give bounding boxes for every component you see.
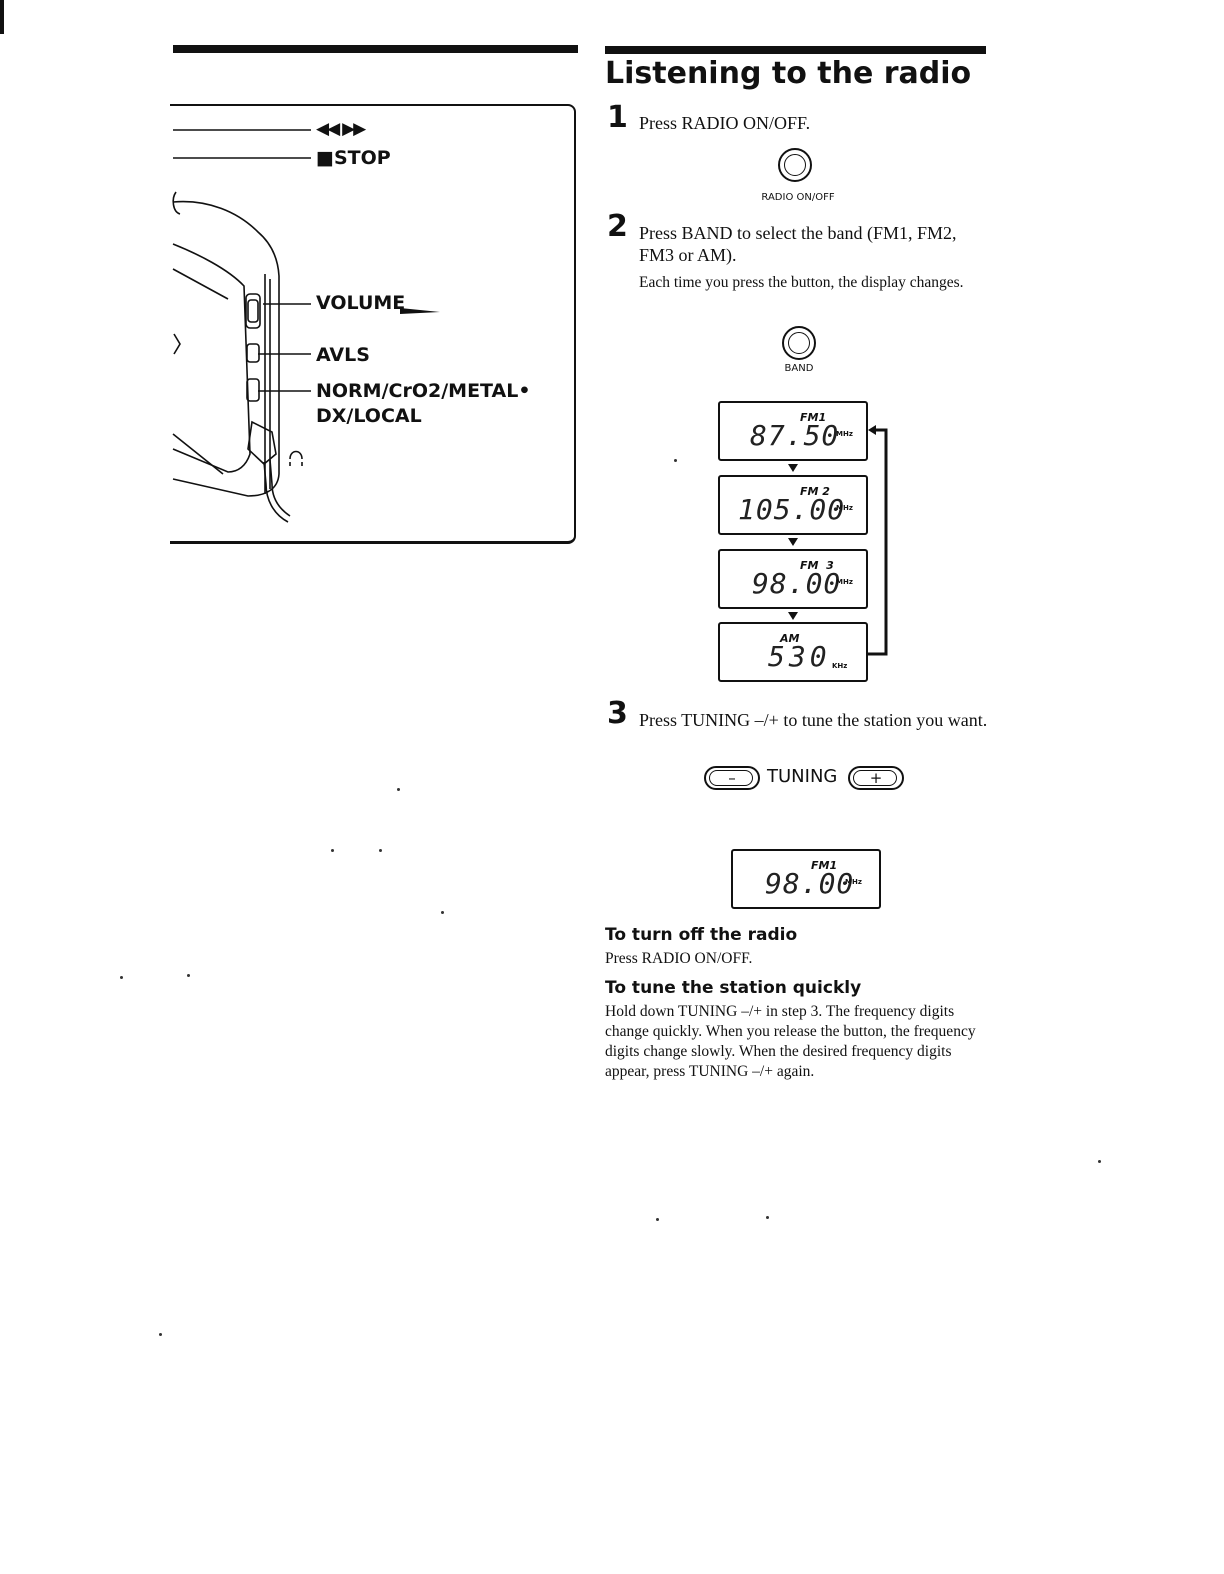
step-2-number: 2 [607,209,628,244]
lcd-frequency: 98.00 [752,567,842,600]
tip-heading-tune-quickly: To tune the station quickly [605,978,862,998]
scan-speck [159,1333,162,1336]
page-title: Listening to the radio [605,56,972,91]
scan-speck [120,976,123,979]
illustration-frame [170,104,576,544]
lcd-frequency: 105.00 [738,493,846,526]
scan-speck [1098,1160,1101,1163]
lcd-band: AM [780,632,800,645]
volume-label: VOLUME [316,292,406,314]
lcd-display-tuned: FM1 98.00 MHz [731,849,881,909]
tuning-label: TUNING [767,766,838,787]
tip-text-turn-off: Press RADIO ON/OFF. [605,950,753,967]
left-top-rule [173,45,578,53]
lcd-band: FM 3 [800,559,834,572]
lcd-display-am: AM 530 KHz [718,622,868,682]
right-top-rule [605,46,986,54]
down-arrow-icon [788,538,798,546]
lcd-display-fm2: FM 2 105.00 MHz [718,475,868,535]
step-1-number: 1 [607,100,628,135]
step-2-note: Each time you press the button, the disp… [639,274,964,291]
cycle-return-arrow [868,425,888,656]
lcd-display-fm1: FM1 87.50 MHz [718,401,868,461]
lcd-unit: KHz [832,662,848,670]
lcd-unit: MHz [845,878,862,886]
tuning-plus-button-icon: + [848,766,904,790]
tape-type-label: NORM/CrO2/METAL• [316,380,531,402]
step-3-number: 3 [607,696,628,731]
step-3-text: Press TUNING –/+ to tune the station you… [639,710,988,730]
scan-speck [187,974,190,977]
minus-sign: – [728,769,736,787]
avls-label: AVLS [316,344,370,366]
scan-speck [441,911,444,914]
tip-heading-turn-off: To turn off the radio [605,925,798,945]
tuning-minus-button-icon: – [704,766,760,790]
step-1-text: Press RADIO ON/OFF. [639,113,811,133]
band-button-icon [782,326,816,360]
lcd-display-fm3: FM 3 98.00 MHz [718,549,868,609]
radio-on-off-label: RADIO ON/OFF [761,192,835,203]
skip-buttons-label: ◀◀ ▶▶ [316,119,366,139]
cassette-player-illustration [172,129,440,523]
dx-local-label: DX/LOCAL [316,405,422,427]
tip-text-tune-quickly: Hold down TUNING –/+ in step 3. The freq… [605,1003,976,1080]
down-arrow-icon [788,464,798,472]
scan-speck [766,1216,769,1219]
lcd-frequency: 530 [768,640,831,673]
lcd-unit: MHz [836,504,853,512]
lcd-frequency: 98.00 [765,867,855,900]
down-arrow-icon [788,612,798,620]
scan-speck [397,788,400,791]
page-edge-mark [0,0,4,34]
lcd-frequency: 87.50 [750,419,840,452]
scan-speck [656,1218,659,1221]
lcd-unit: MHz [836,430,853,438]
lcd-band: FM1 [811,859,838,872]
plus-sign: + [869,769,883,787]
step-2-text: Press BAND to select the band (FM1, FM2,… [639,223,957,265]
scan-speck [331,849,334,852]
lcd-band: FM 2 [800,485,830,498]
radio-on-off-button-icon [778,148,812,182]
stop-label: ■STOP [316,147,391,169]
scan-speck [379,849,382,852]
lcd-unit: MHz [836,578,853,586]
band-label: BAND [784,363,814,374]
scan-speck [674,459,677,462]
lcd-band: FM1 [800,411,827,424]
